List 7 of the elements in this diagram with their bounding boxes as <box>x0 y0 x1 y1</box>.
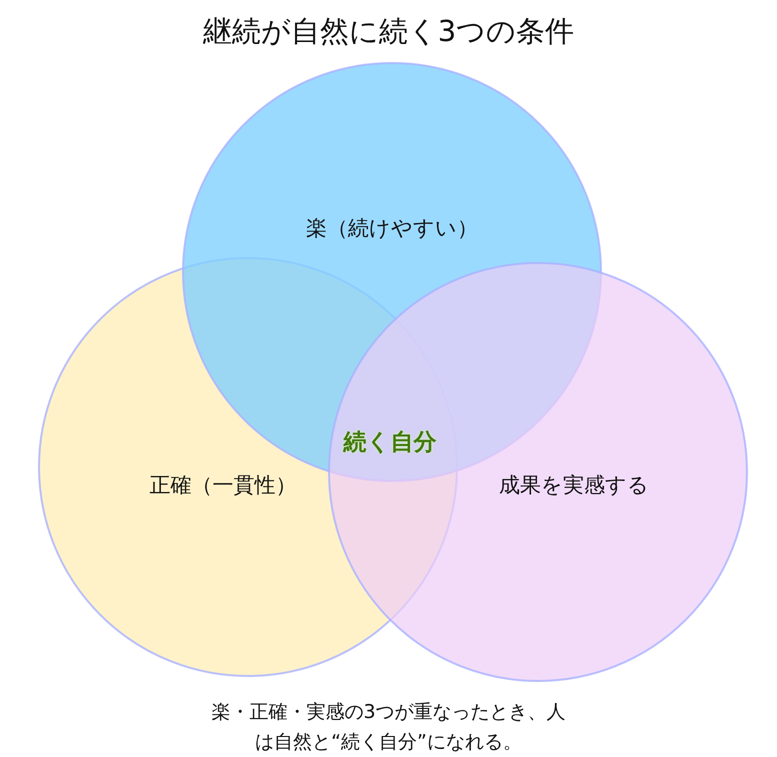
circle-label: 成果を実感する <box>499 472 649 499</box>
center-label: 続く自分 <box>344 428 436 458</box>
venn-circle <box>328 262 748 682</box>
circle-label: 楽（続けやすい） <box>306 215 478 242</box>
circle-label: 正確（一貫性） <box>150 472 296 499</box>
caption: 楽・正確・実感の3つが重なったとき、人は自然と“続く自分”になれる。 <box>210 700 567 755</box>
diagram-title: 継続が自然に続く3つの条件 <box>202 13 576 50</box>
